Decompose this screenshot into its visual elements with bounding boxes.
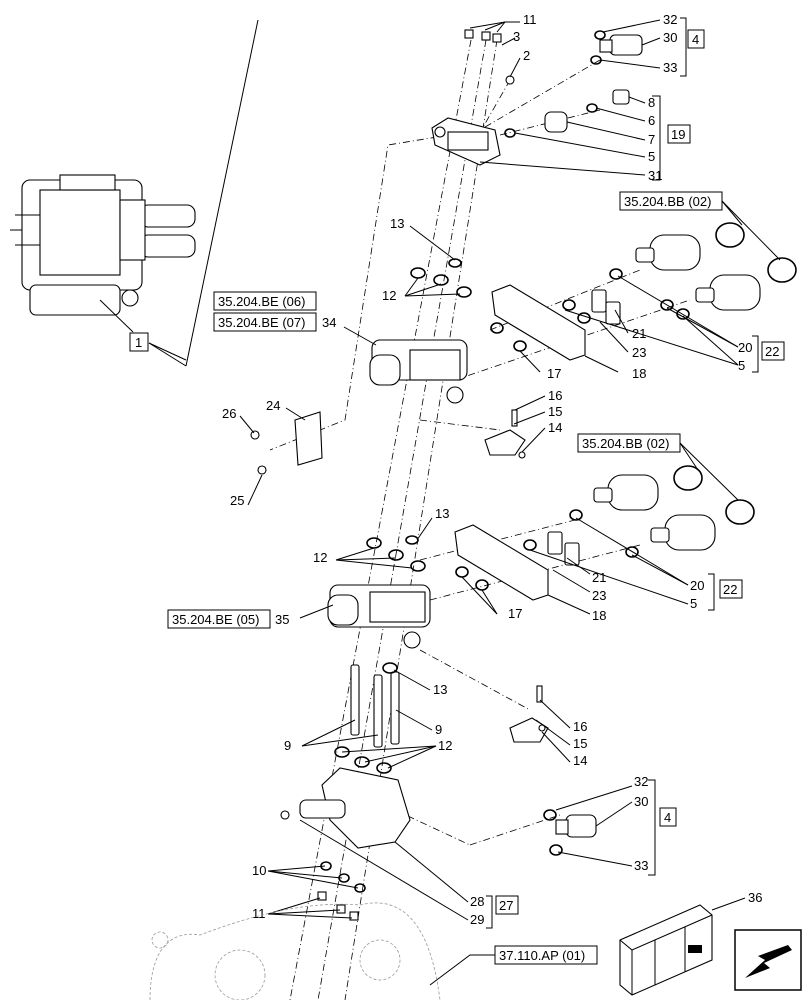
callout-23b: 23 — [592, 588, 606, 603]
callout-23: 23 — [632, 345, 646, 360]
ref-box-22 — [761, 341, 785, 361]
callout-36: 36 — [748, 890, 762, 905]
overview-assembly — [10, 174, 196, 316]
top-nuts — [464, 29, 515, 85]
svg-text:35.204.BB (02): 35.204.BB (02) — [582, 436, 669, 451]
lever-part-lower — [509, 685, 549, 743]
callout-32b: 32 — [634, 774, 648, 789]
callout-17b: 17 — [508, 606, 522, 621]
callout-16b: 16 — [573, 719, 587, 734]
callout-15b: 15 — [573, 736, 587, 751]
couplers-lower — [569, 474, 716, 558]
callout-8: 8 — [648, 95, 655, 110]
callout-21b: 21 — [592, 570, 606, 585]
svg-text:27: 27 — [499, 898, 513, 913]
callout-11: 11 — [523, 12, 537, 27]
callout-12c: 12 — [438, 738, 452, 753]
svg-text:22: 22 — [765, 344, 779, 359]
callout-13c: 13 — [433, 682, 447, 697]
callout-5: 5 — [648, 149, 655, 164]
callout-30b: 30 — [634, 794, 648, 809]
valve-section-lower — [327, 584, 431, 649]
svg-text:35.204.BB (02): 35.204.BB (02) — [624, 194, 711, 209]
callout-12: 12 — [382, 288, 396, 303]
o-rings-upper — [410, 258, 472, 298]
callout-30: 30 — [663, 30, 677, 45]
svg-text:35.204.BE (06): 35.204.BE (06) — [218, 294, 305, 309]
callout-9a: 9 — [435, 722, 442, 737]
inlet-cover — [280, 767, 411, 849]
ref-box-22b — [719, 579, 743, 599]
inlet-fitting — [543, 809, 597, 856]
ref-35-204-be-06 — [213, 291, 317, 311]
svg-text:35.204.BE (05): 35.204.BE (05) — [172, 612, 259, 627]
callout-9b: 9 — [284, 738, 291, 753]
callout-34: 34 — [322, 315, 336, 330]
callout-14: 14 — [548, 420, 562, 435]
callout-14b: 14 — [573, 753, 587, 768]
callout-6: 6 — [648, 113, 655, 128]
couplers-upper — [609, 234, 761, 320]
callout-13: 13 — [390, 216, 404, 231]
svg-text:4: 4 — [664, 810, 671, 825]
svg-text:4: 4 — [692, 32, 699, 47]
callout-2: 2 — [523, 48, 530, 63]
callout-7: 7 — [648, 132, 655, 147]
assembly-axes — [269, 39, 691, 1000]
callout-24: 24 — [266, 398, 280, 413]
svg-text:22: 22 — [723, 582, 737, 597]
svg-text:19: 19 — [671, 127, 685, 142]
manifold-block-upper — [490, 284, 621, 361]
callout-33: 33 — [663, 60, 677, 75]
callout-29: 29 — [470, 912, 484, 927]
callout-13b: 13 — [435, 506, 449, 521]
svg-text:37.110.AP (01): 37.110.AP (01) — [499, 948, 585, 963]
tie-rods — [350, 662, 400, 748]
callout-18b: 18 — [592, 608, 606, 623]
ref-35-204-be-05 — [167, 609, 271, 629]
top-fitting-right — [504, 30, 643, 138]
hose-clamps-lower — [673, 465, 755, 525]
callout-12b: 12 — [313, 550, 327, 565]
divider-line — [185, 19, 259, 367]
callout-33b: 33 — [634, 858, 648, 873]
callout-11b: 11 — [252, 906, 266, 921]
ref-box-4b — [659, 807, 677, 827]
callout-32: 32 — [663, 12, 677, 27]
valve-section-upper — [369, 339, 526, 459]
o-rings-middle — [366, 535, 426, 572]
crate-icon — [619, 904, 713, 996]
callout-31: 31 — [648, 168, 662, 183]
callout-20: 20 — [738, 340, 752, 355]
callout-20b: 20 — [690, 578, 704, 593]
arrow-left-down-icon[interactable] — [734, 929, 802, 991]
ref-box-19 — [667, 124, 691, 144]
callout-18: 18 — [632, 366, 646, 381]
callout-21: 21 — [632, 326, 646, 341]
bracket-24 — [250, 411, 323, 475]
tractor-ghost-outline — [149, 902, 441, 1000]
callout-3: 3 — [513, 29, 520, 44]
callout-17: 17 — [547, 366, 561, 381]
svg-text:35.204.BE (07): 35.204.BE (07) — [218, 315, 305, 330]
callout-5c: 5 — [690, 596, 697, 611]
callout-15: 15 — [548, 404, 562, 419]
callout-5b: 5 — [738, 358, 745, 373]
ref-box-4 — [687, 29, 705, 49]
callout-35: 35 — [275, 612, 289, 627]
callout-28: 28 — [470, 894, 484, 909]
ref-box-27 — [495, 895, 519, 915]
ref-37-110-ap-01 — [494, 945, 598, 965]
svg-text:1: 1 — [135, 335, 142, 350]
top-cover-part — [431, 117, 501, 166]
callout-16: 16 — [548, 388, 562, 403]
hose-clamps-upper — [715, 222, 797, 283]
callout-26: 26 — [222, 406, 236, 421]
ref-box-1 — [129, 332, 149, 352]
callout-10: 10 — [252, 863, 266, 878]
ref-35-204-be-07 — [213, 312, 317, 332]
callout-25: 25 — [230, 493, 244, 508]
